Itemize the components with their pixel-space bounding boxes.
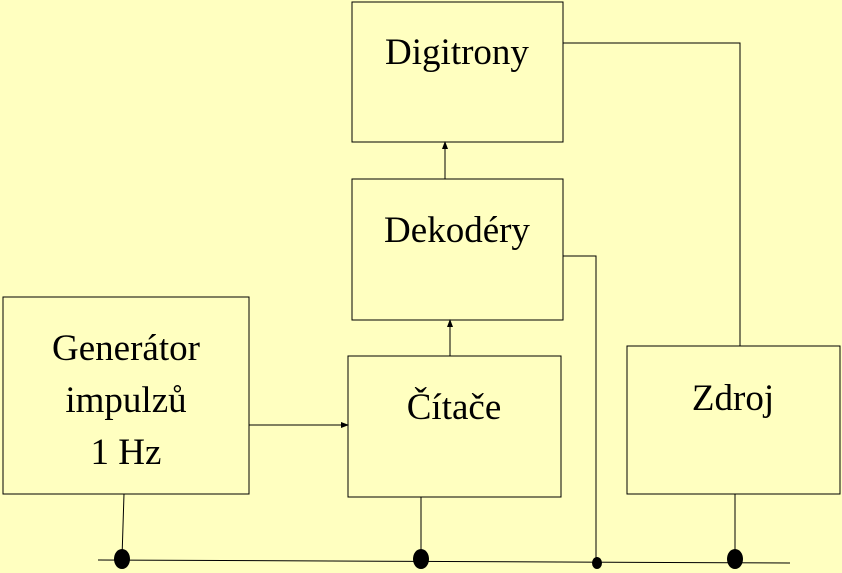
block-citace [347, 355, 562, 498]
wire-zdroj-to-digitrony [563, 42, 741, 346]
wire-dekodery-to-bus [563, 255, 597, 563]
junction-node-dekodery [592, 557, 602, 569]
label-zdroj: Zdroj [692, 378, 774, 419]
junction-node-generator [114, 549, 130, 569]
block-dekodery [351, 178, 564, 321]
block-generator [2, 296, 250, 495]
block-digitrony [351, 1, 564, 143]
junction-node-zdroj [727, 549, 743, 569]
label-citace: Čítače [407, 386, 502, 428]
label-digitrony: Digitrony [385, 32, 529, 73]
label-generator-line-1: Generátor [52, 328, 200, 369]
label-generator-line-2: impulzů [65, 380, 186, 421]
label-generator-line-3: 1 Hz [91, 432, 162, 473]
label-dekodery: Dekodéry [384, 210, 530, 251]
wire-generator-to-bus [121, 493, 125, 559]
block-zdroj [626, 345, 841, 495]
junction-node-citace [413, 549, 429, 569]
ground-bus-line [97, 559, 791, 564]
